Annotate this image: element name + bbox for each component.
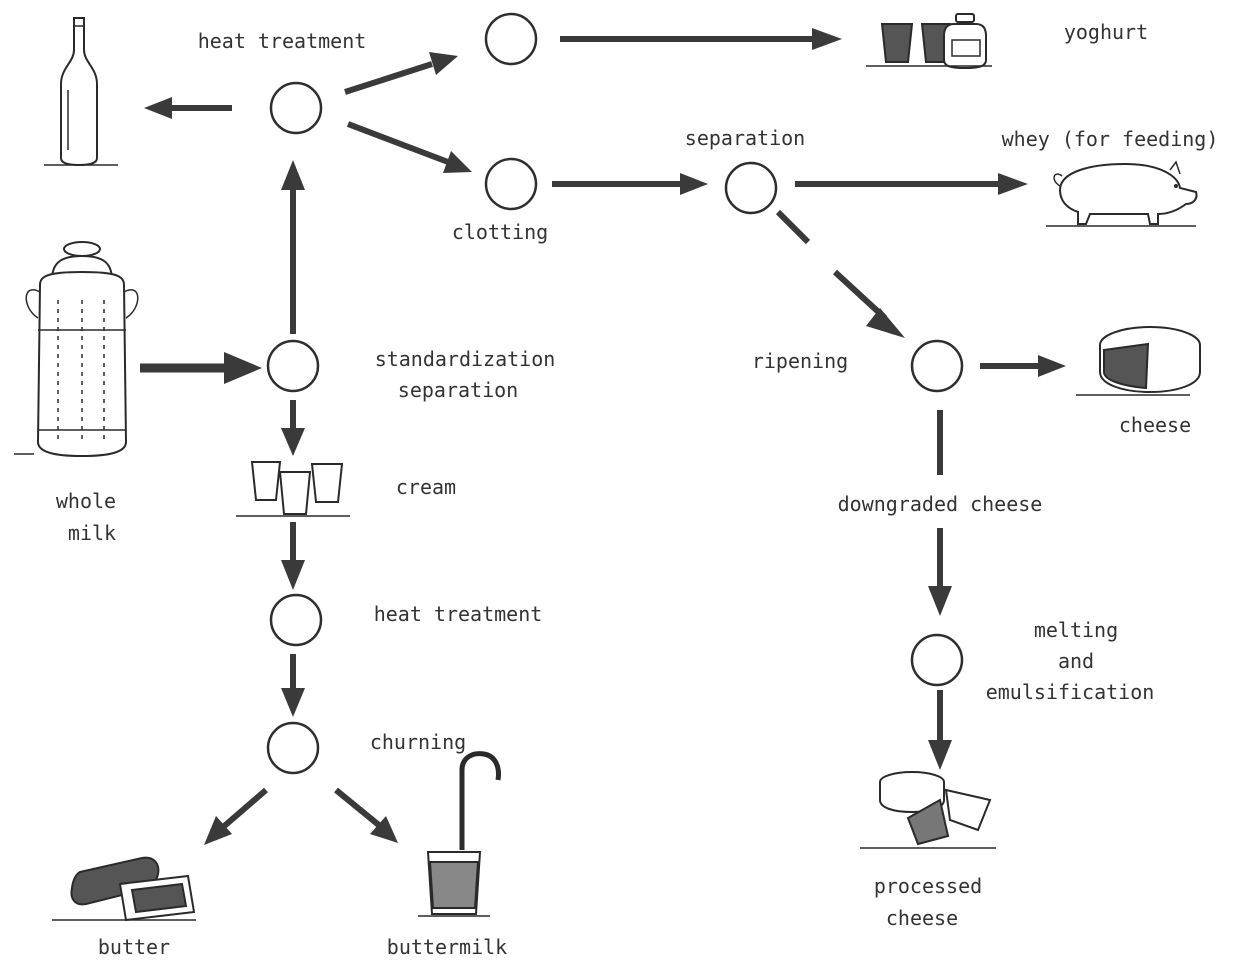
label-separation-top: separation	[685, 126, 805, 150]
label-processed: processed	[874, 874, 982, 898]
label-processed-cheese: cheese	[886, 906, 958, 930]
label-standardization: standardization	[375, 347, 556, 371]
arrow-downgraded-to-melting	[928, 528, 952, 616]
node-separation	[724, 161, 778, 215]
arrow-heat-to-churning	[281, 654, 305, 717]
label-and: and	[1058, 649, 1094, 673]
buttermilk-glass-icon	[418, 751, 501, 917]
arrow-cream-to-heat	[281, 522, 305, 590]
label-cream: cream	[396, 475, 456, 499]
arrow-to-butter	[204, 787, 268, 845]
label-clotting: clotting	[452, 220, 548, 244]
pig-icon	[1046, 160, 1198, 227]
arrow-heat-to-clotting	[346, 121, 472, 173]
label-yoghurt: yoghurt	[1064, 20, 1148, 44]
node-yoghurt	[484, 12, 538, 66]
label-cheese: cheese	[1119, 413, 1191, 437]
arrow-separation-to-ripening	[775, 209, 905, 338]
cream-cups-icon	[236, 461, 350, 517]
arrow-standardization-to-heat	[281, 160, 305, 334]
arrow-to-cream	[281, 400, 305, 456]
arrow-to-whey	[795, 173, 1028, 195]
label-buttermilk: buttermilk	[387, 935, 507, 959]
arrow-heat-to-yoghurt-node	[344, 52, 458, 95]
node-churning	[266, 721, 320, 775]
arrow-to-processed-cheese	[928, 690, 952, 770]
node-heat-treatment-top	[269, 81, 323, 135]
node-clotting	[484, 157, 538, 211]
node-ripening	[910, 339, 964, 393]
label-ripening: ripening	[752, 349, 848, 373]
label-heat-treatment-top: heat treatment	[198, 29, 367, 53]
processed-cheese-icon	[860, 771, 996, 849]
node-standardization	[266, 339, 320, 393]
cheese-wheel-icon	[1076, 326, 1201, 396]
node-melting	[910, 633, 964, 687]
bottle-icon	[44, 17, 118, 167]
label-emulsification: emulsification	[986, 680, 1155, 704]
label-separation-mid: separation	[398, 378, 518, 402]
node-heat-treatment-mid	[269, 593, 323, 647]
arrow-to-bottle	[144, 97, 232, 119]
label-heat-treatment-mid: heat treatment	[374, 602, 543, 626]
label-whey: whey (for feeding)	[1002, 127, 1219, 151]
milk-churn-icon	[14, 241, 139, 458]
label-churning: churning	[370, 730, 466, 754]
arrow-clotting-to-separation	[552, 173, 708, 195]
yoghurt-pots-icon	[866, 13, 992, 70]
label-melting: melting	[1034, 618, 1118, 642]
arrow-to-buttermilk	[334, 787, 398, 843]
butter-icon	[52, 856, 196, 922]
arrow-milk-to-standardization	[140, 352, 262, 384]
label-whole: whole	[56, 489, 116, 513]
arrow-to-yoghurt	[560, 28, 842, 50]
arrow-to-cheese	[980, 355, 1066, 377]
process-nodes	[266, 12, 964, 775]
arrows	[140, 28, 1066, 845]
label-butter: butter	[98, 935, 170, 959]
label-milk: milk	[68, 521, 116, 545]
labels: heat treatment yoghurt separation whey (…	[56, 20, 1218, 959]
label-downgraded-cheese: downgraded cheese	[838, 492, 1043, 516]
